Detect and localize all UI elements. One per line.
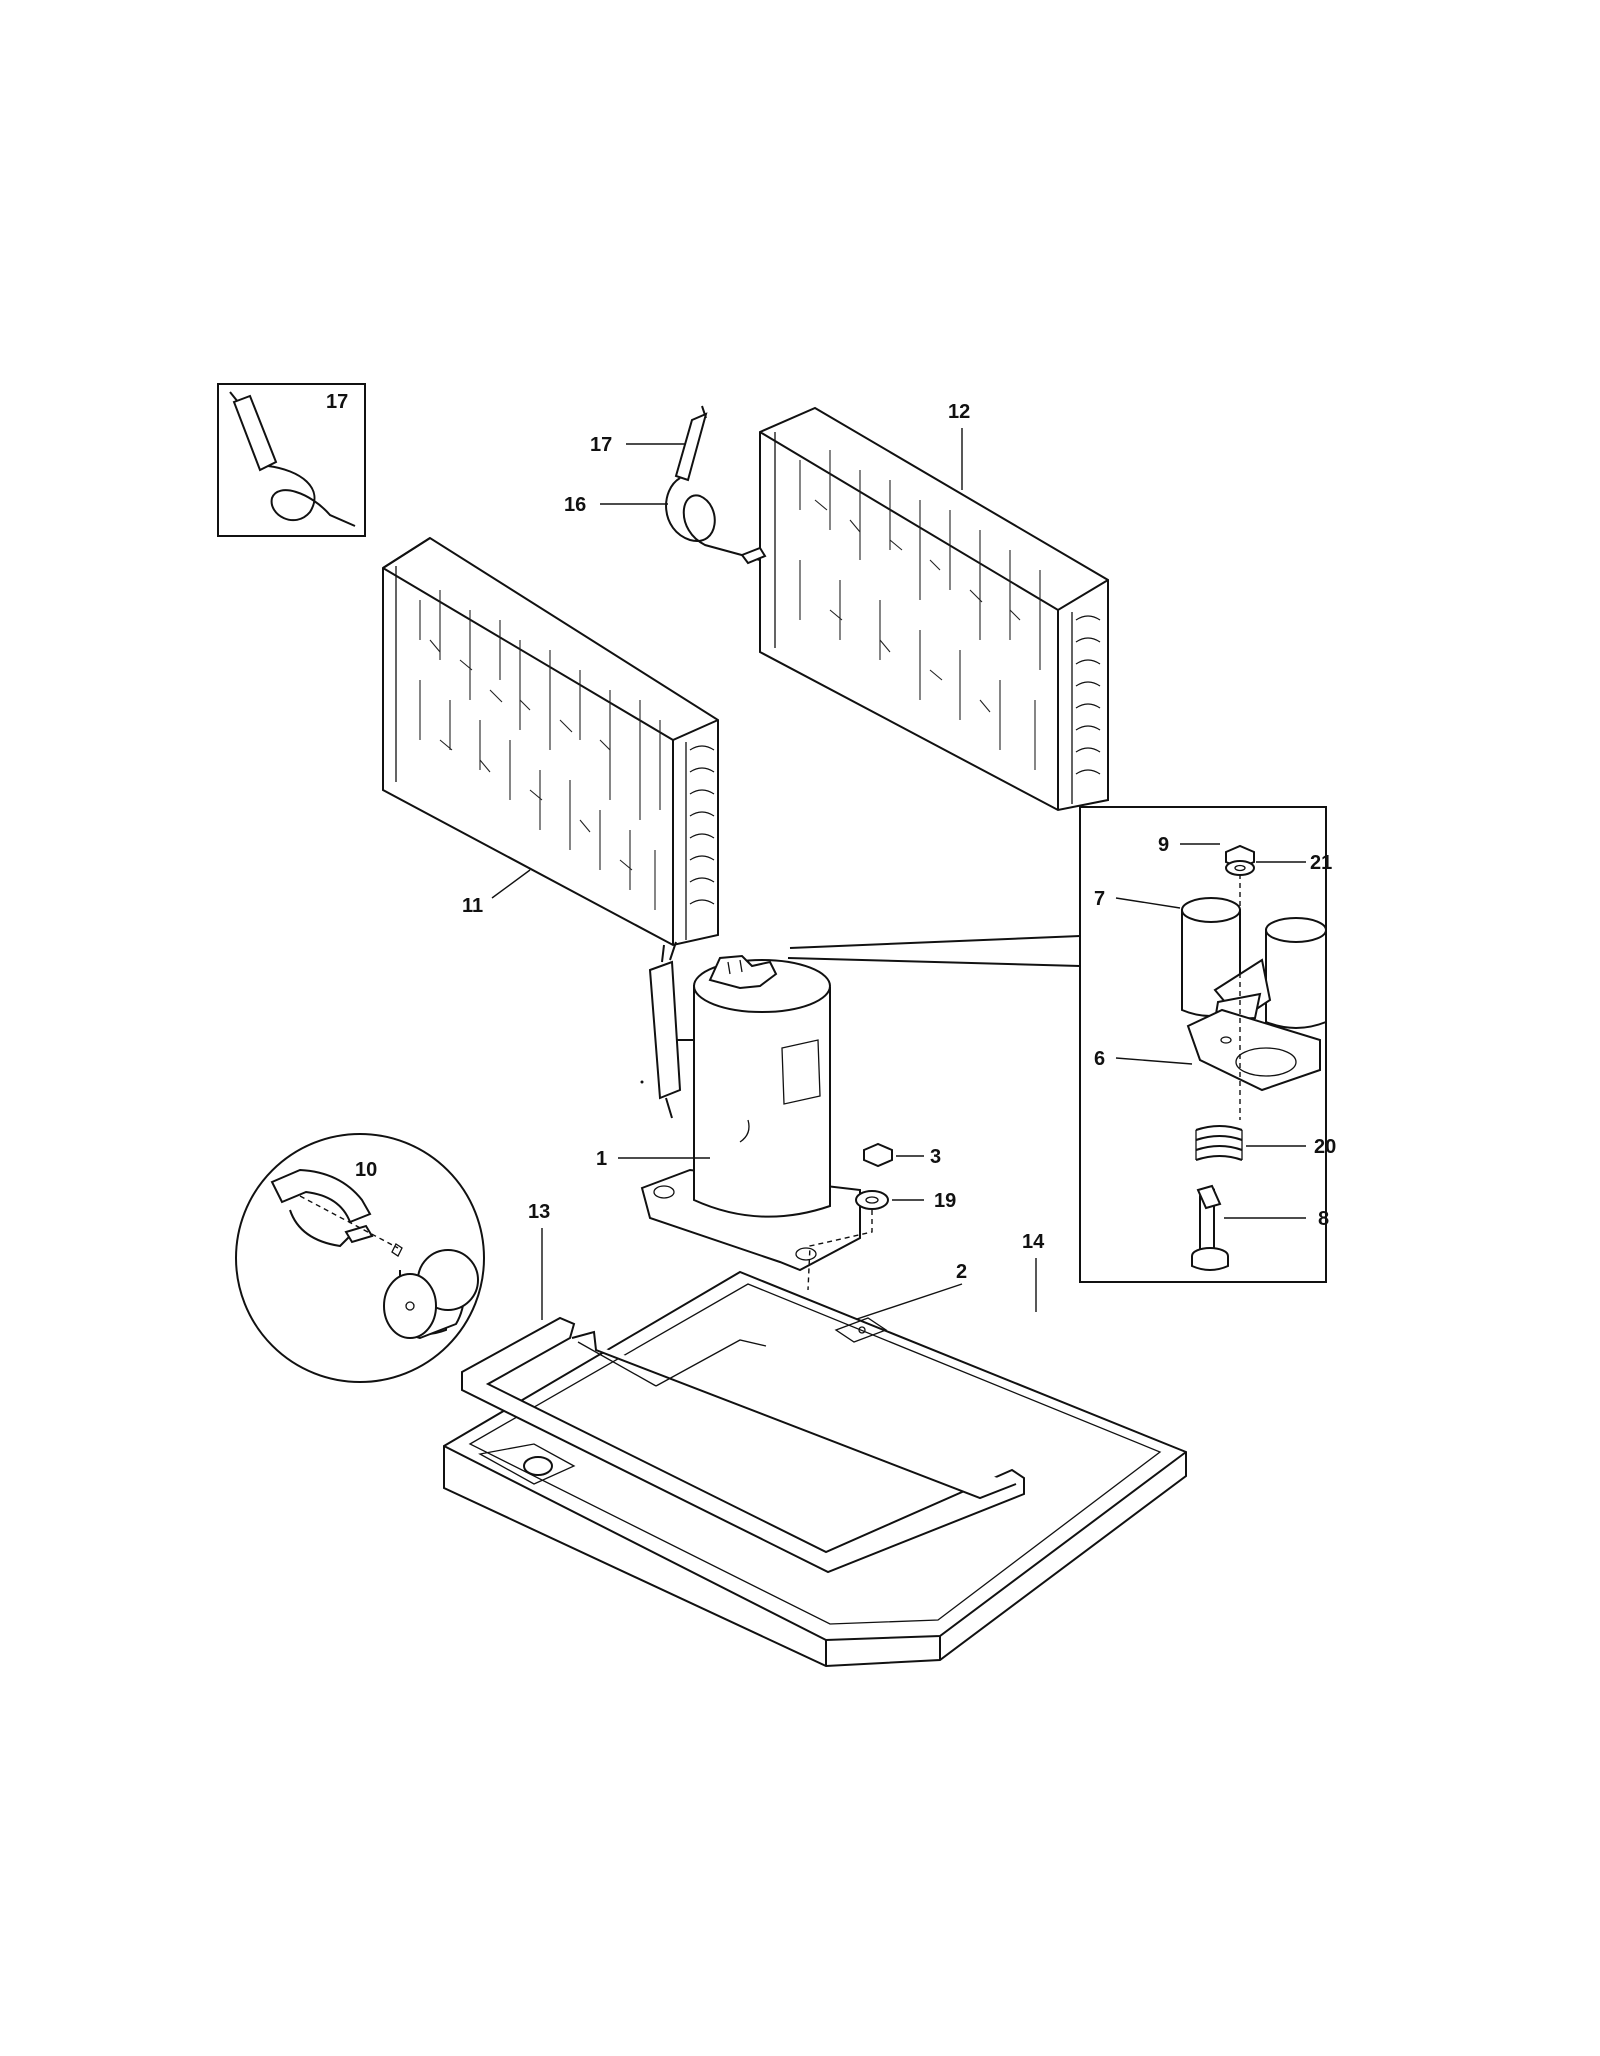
callout-2: 2 [956,1261,967,1283]
callout-13: 13 [528,1201,550,1223]
callout-8: 8 [1318,1208,1329,1230]
base-gasket: 13 [461,1201,1025,1574]
terminal-detail-box: 9 21 7 6 20 [787,806,1336,1283]
callout-6: 6 [1094,1048,1105,1070]
compressor: 1 [596,941,861,1272]
spring [1195,1125,1243,1161]
coil-hatching [799,450,1041,770]
overload-protector-inset: 10 [235,1133,485,1383]
stray-dot [640,1080,644,1084]
base-pan: 14 [443,1231,1187,1668]
coil-return-bends [689,745,715,905]
washer: 19 [807,1190,956,1291]
capacitor-assembly [1181,897,1327,1029]
callout-9: 9 [1158,834,1169,856]
callout-17: 17 [590,434,612,456]
callout-21: 21 [1310,852,1332,874]
condenser-coil: 11 [382,536,719,947]
callout-20: 20 [1314,1136,1336,1158]
callout-16: 16 [564,494,586,516]
callout-12: 12 [948,401,970,423]
callout-14: 14 [1022,1231,1045,1253]
evaporator-coil: 12 [759,401,1109,812]
coil-hatching [419,590,661,910]
strainer-inset: 17 [217,383,366,537]
callout-19: 19 [934,1190,956,1212]
callout-10: 10 [355,1159,377,1181]
compressor-nut: 3 [863,1142,941,1168]
callout-17-inset: 17 [326,391,348,413]
callout-1: 1 [596,1148,607,1170]
callout-7: 7 [1094,888,1105,910]
terminal-bolt [1191,1184,1229,1271]
callout-3: 3 [930,1146,941,1168]
callout-11: 11 [462,895,483,917]
coil-return-bends [1075,615,1101,775]
capillary-tube-assembly: 17 16 [564,405,767,565]
